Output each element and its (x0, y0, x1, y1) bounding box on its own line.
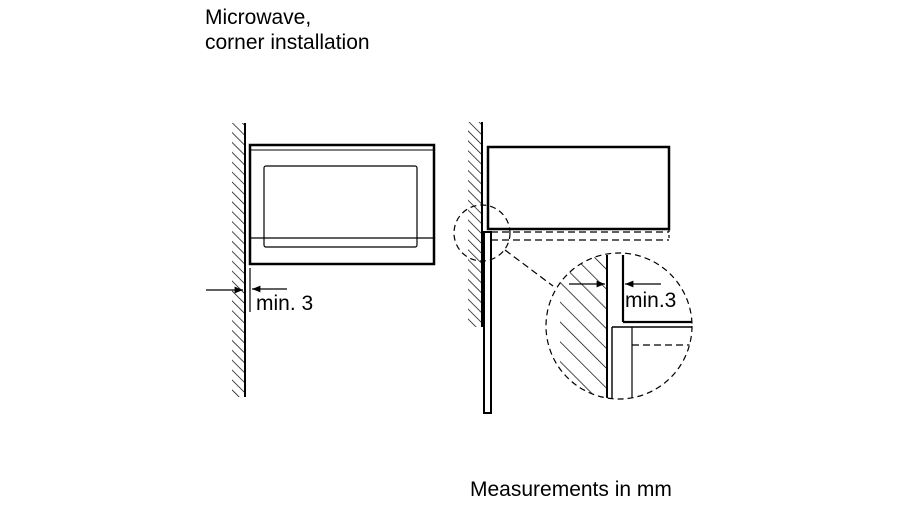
cabinet-outline (486, 145, 671, 231)
units-note: Measurements in mm (470, 478, 672, 501)
panel-seal (482, 232, 485, 317)
right-side-view: min.3 (453, 122, 693, 414)
detail-enlargement: min.3 (545, 252, 693, 400)
detail-leader-line (504, 249, 554, 287)
detail-circle (545, 252, 693, 400)
dimension-label: min. 3 (256, 292, 313, 315)
microwave-outline (248, 143, 436, 266)
detail-dimension-label: min.3 (625, 289, 676, 312)
detail-wall-hatching (560, 255, 607, 399)
front-panel (483, 231, 492, 414)
wall-hatching (232, 123, 245, 397)
left-front-view: min. 3 (206, 123, 436, 397)
title-line-2: corner installation (205, 31, 370, 54)
detail-marker-circle (453, 204, 511, 262)
title-line-1: Microwave, (205, 6, 312, 29)
microwave-door-window (263, 165, 418, 248)
wall-hatching (468, 122, 482, 327)
